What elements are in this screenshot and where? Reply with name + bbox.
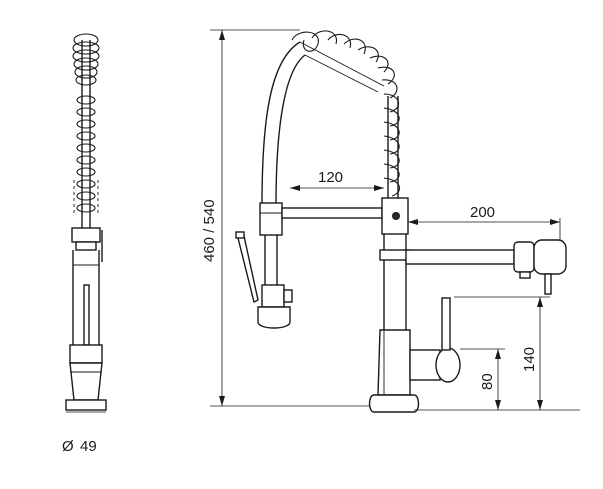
base-diameter-value: 49 [80,438,97,455]
fixed-spout-arm [405,239,567,295]
total-height-label: 460 / 540 [201,199,218,262]
spout-reach-label: 120 [318,169,343,186]
dimension-lever-height: 140 [414,296,580,411]
column-collar [381,197,409,235]
mixer-handle [409,297,461,383]
side-view [65,33,107,413]
dimension-spout-reach: 120 [290,169,384,191]
dimension-handle-height: 80 [460,348,505,410]
dimension-arm-reach: 200 [407,204,561,240]
dimension-total-height: 460 / 540 [201,29,370,407]
lever-height-label: 140 [521,347,538,372]
front-view [235,30,567,413]
arm-reach-label: 200 [470,204,495,221]
side-view-coil [72,33,100,213]
base-diameter-label: Ø 49 [62,438,97,455]
front-coil [291,30,401,197]
handle-height-label: 80 [479,373,496,390]
diameter-symbol: Ø [62,438,74,455]
spray-head [235,202,293,329]
